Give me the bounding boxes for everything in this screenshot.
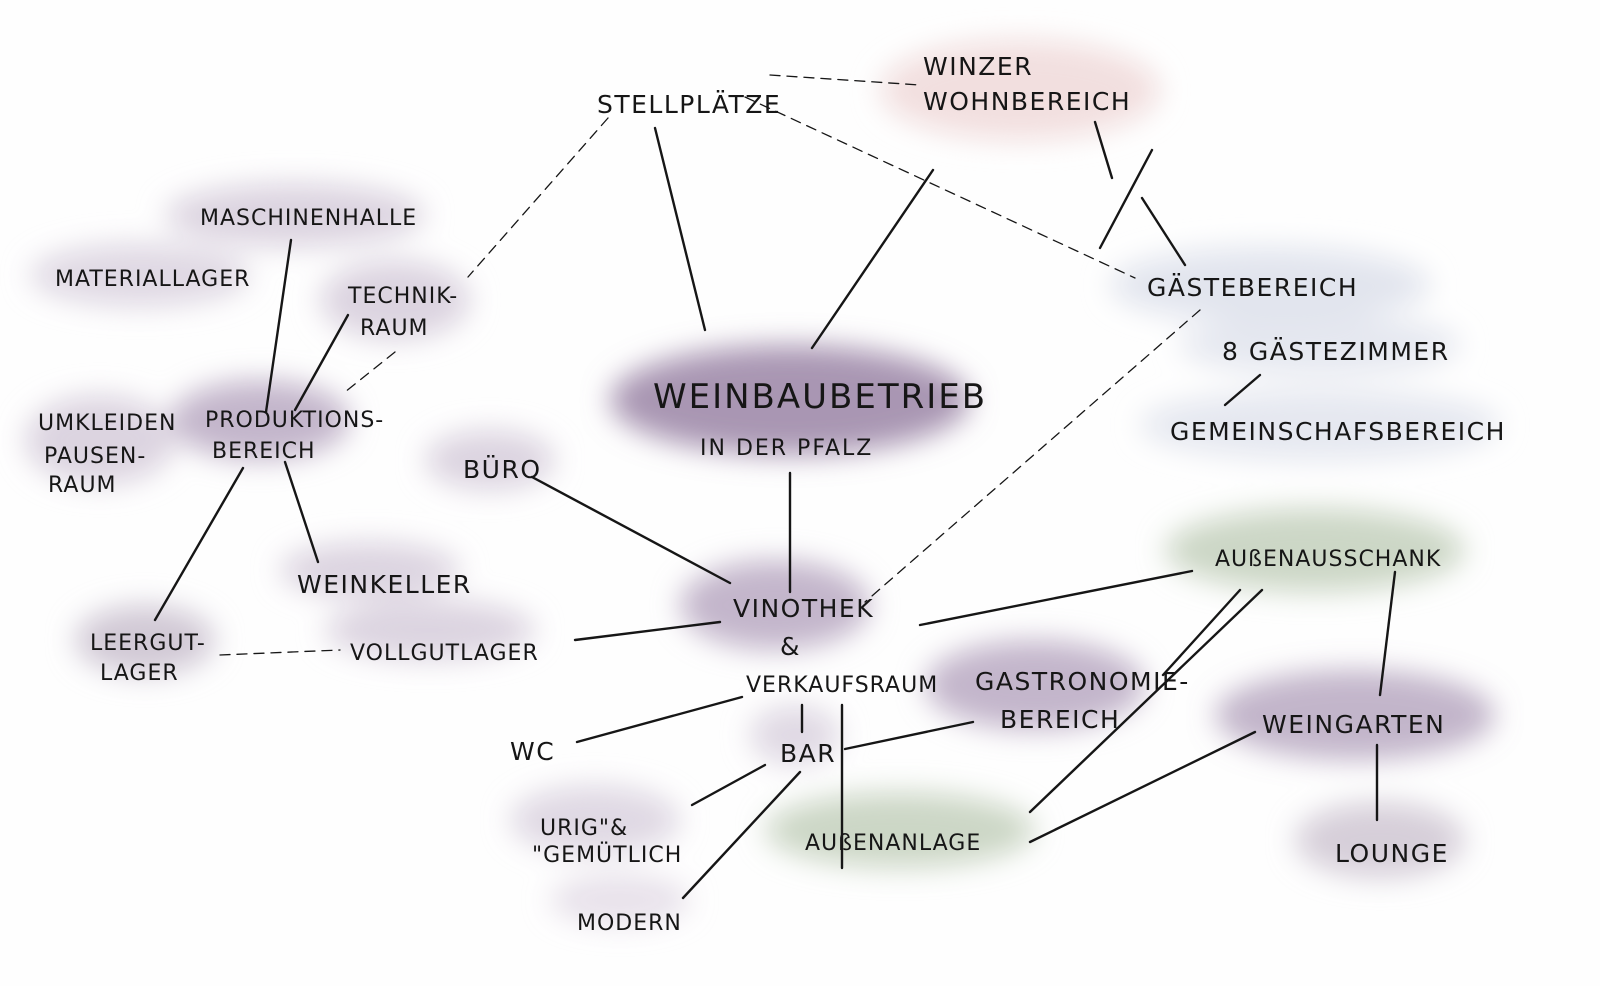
node-umkleiden-line1: UMKLEIDEN	[38, 411, 176, 436]
wash-weinkeller	[280, 542, 460, 598]
node-umkleiden-line3: RAUM	[48, 473, 117, 498]
wash-winzer	[880, 40, 1160, 140]
node-materiallager: MATERIALLAGER	[55, 267, 250, 292]
node-vollgutlager: VOLLGUTLAGER	[350, 641, 539, 666]
wash-aussenanlage	[765, 792, 1035, 868]
wash-bar	[750, 705, 840, 765]
node-wc: WC	[510, 737, 555, 766]
node-urig-line1: URIG"&	[540, 816, 628, 841]
node-weingarten: WEINGARTEN	[1262, 710, 1445, 739]
edge-bar-gastronomie	[843, 720, 975, 751]
edge-bar-modern	[681, 770, 802, 900]
dashed-technik-produktion	[344, 351, 396, 393]
node-modern: MODERN	[577, 911, 682, 936]
node-gastronomie-line1: GASTRONOMIE-	[975, 667, 1190, 696]
dashed-leergut-vollgut	[219, 649, 341, 656]
edge-ausschank-weingarten	[1378, 570, 1397, 697]
edge-produktion-leergut	[153, 466, 245, 622]
dashed-stellplaetze-technik	[467, 117, 609, 278]
edge-ausschank-aussenanlage	[1028, 588, 1264, 814]
edge-produktion-weinkeller	[283, 460, 320, 564]
connections	[153, 74, 1397, 900]
edge-buero-vinothek	[530, 475, 732, 585]
dashed-stellplaetze-winzer	[769, 74, 921, 86]
node-lounge: LOUNGE	[1335, 839, 1449, 868]
node-vinothek-line3: VERKAUFSRAUM	[746, 673, 938, 698]
node-vinothek-line2: &	[780, 632, 801, 661]
node-winzer-line1: WINZER	[923, 52, 1033, 81]
edge-weingarten-aussenanlage	[1028, 730, 1257, 844]
node-gaestezimmer: 8 GÄSTEZIMMER	[1222, 337, 1450, 366]
node-produktion-line1: PRODUKTIONS-	[205, 408, 384, 433]
edge-vinothek-aussenausschank	[918, 569, 1194, 627]
wash-gaestebereich	[1110, 247, 1430, 323]
edge-weinbau-stellplaetze	[653, 126, 707, 332]
node-stellplaetze: STELLPLÄTZE	[597, 90, 781, 119]
node-weinkeller: WEINKELLER	[297, 570, 472, 599]
edge-vollgut-vinothek	[573, 620, 722, 642]
node-gastronomie-line2: BEREICH	[1000, 705, 1120, 734]
node-aussenanlage: AUßENANLAGE	[805, 831, 981, 856]
node-weinbaubetrieb-title: WEINBAUBETRIEB	[653, 377, 987, 417]
wash-produktion	[170, 380, 350, 460]
node-weinbaubetrieb-subtitle: IN DER PFALZ	[700, 436, 873, 461]
edge-maschinenhalle-produktion	[264, 238, 293, 414]
wash-maschinenhalle	[165, 183, 425, 247]
edge-weinbau-winzer	[810, 168, 935, 350]
labels: WEINBAUBETRIEB IN DER PFALZ STELLPLÄTZE …	[38, 52, 1506, 936]
edge-bar-urig	[690, 763, 767, 807]
dashed-stellplaetze-gaeste	[744, 96, 1136, 279]
node-vinothek-line1: VINOTHEK	[733, 594, 874, 623]
wash-gastronomie	[925, 640, 1145, 730]
color-washes	[25, 40, 1500, 925]
edge-winzer-gaeste-3	[1140, 196, 1187, 267]
node-umkleiden-line2: PAUSEN-	[44, 444, 146, 469]
edge-zimmer-gemeinschaft	[1223, 373, 1262, 407]
wash-modern	[550, 875, 690, 925]
edge-technik-produktion	[293, 313, 350, 412]
wash-weinbaubetrieb	[610, 345, 970, 455]
node-bar: BAR	[780, 739, 836, 768]
wash-vollgut	[325, 600, 535, 660]
node-urig-line2: "GEMÜTLICH	[532, 842, 682, 868]
edge-winzer-gaeste-2	[1098, 148, 1154, 250]
node-technik-line1: TECHNIK-	[347, 284, 458, 309]
wash-materiallager	[30, 243, 250, 307]
node-gaestebereich: GÄSTEBEREICH	[1147, 273, 1358, 302]
dashed-gaeste-vinothek	[864, 309, 1201, 603]
edge-winzer-gaeste-1	[1093, 120, 1114, 180]
node-technik-line2: RAUM	[360, 316, 429, 341]
wash-buero	[425, 430, 555, 490]
wash-lounge	[1295, 802, 1465, 878]
edge-vinothek-wc	[575, 695, 744, 744]
node-leergut-line1: LEERGUT-	[90, 631, 206, 656]
node-gemeinschaftsbereich: GEMEINSCHAFSBEREICH	[1170, 417, 1506, 446]
node-buero: BÜRO	[463, 455, 542, 484]
wash-weingarten	[1215, 670, 1495, 760]
wash-leergut	[75, 605, 215, 675]
edge-ausschank-gastro	[1161, 588, 1242, 677]
node-leergut-line2: LAGER	[100, 661, 179, 686]
node-aussenausschank: AUßENAUSSCHANK	[1215, 547, 1441, 572]
wash-urig	[510, 785, 680, 855]
node-winzer-line2: WOHNBEREICH	[923, 87, 1131, 116]
wash-aussenausschank	[1165, 508, 1465, 592]
node-maschinenhalle: MASCHINENHALLE	[200, 206, 417, 231]
node-produktion-line2: BEREICH	[212, 439, 316, 464]
wash-technik	[320, 260, 470, 340]
wash-umkleiden	[25, 395, 175, 485]
wash-gaestezimmer	[1180, 315, 1460, 375]
wash-gemeinschaft	[1140, 390, 1500, 460]
